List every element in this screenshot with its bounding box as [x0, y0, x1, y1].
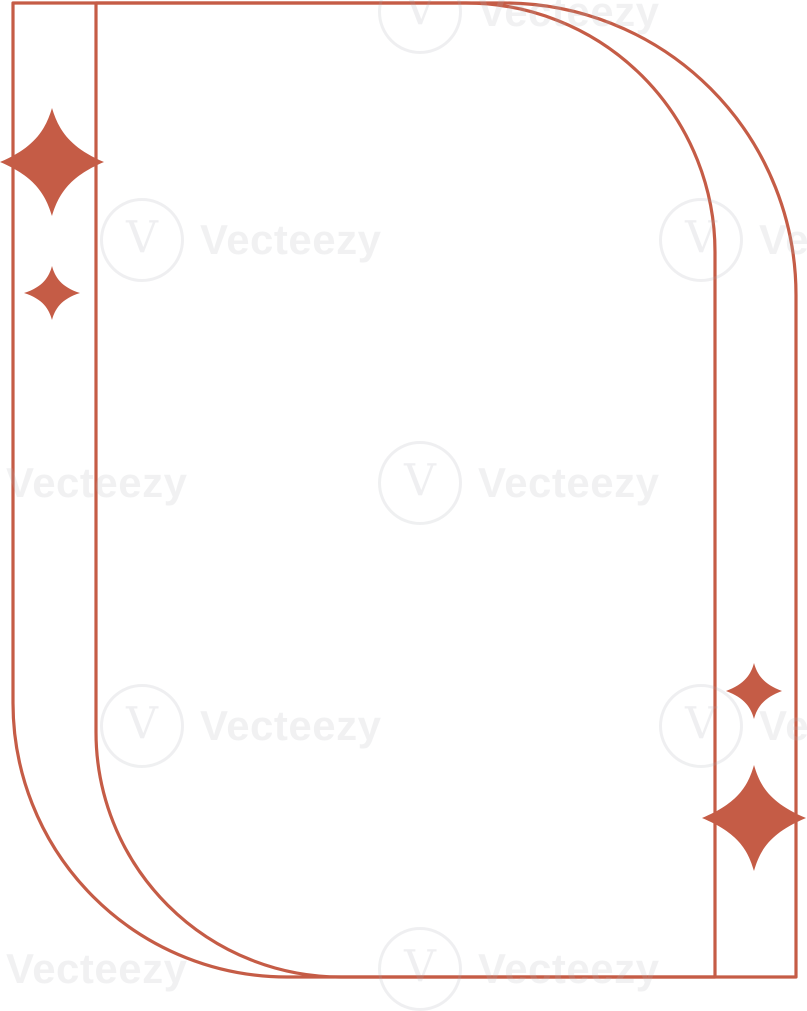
small-star-bottom-right	[726, 663, 782, 719]
outer-frame-outline	[11, 1, 798, 979]
background	[0, 0, 807, 980]
inner-frame-outline	[94, 1, 717, 979]
arched-frame-illustration	[0, 0, 807, 980]
large-star-bottom-right	[702, 765, 806, 871]
large-star-top-left	[0, 108, 104, 216]
small-star-top-left	[24, 266, 80, 320]
star-decorations	[0, 108, 806, 871]
frame-group	[11, 1, 798, 979]
